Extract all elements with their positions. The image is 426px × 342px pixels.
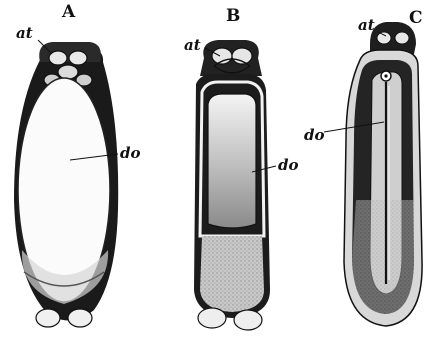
panel-c-label-at: at [358,18,375,33]
panel-c-drawing [324,22,422,326]
panel-b-lower-body [200,236,264,312]
panel-b-drawing [194,40,276,330]
panel-a-drawing [14,40,118,327]
panel-c-letter: C [409,10,423,27]
panel-a-head-bulb-3 [58,65,78,79]
panel-a-head-bulb-2 [69,51,87,65]
panel-a-label-do: do [120,146,141,161]
panel-a-tail-left [36,309,60,327]
panel-a-letter: A [62,4,75,21]
panel-b-label-do: do [278,158,299,173]
panel-b-tail-right [234,310,262,330]
panel-b-letter: B [226,8,240,25]
panel-c-head-lobe-1 [377,32,391,44]
panel-c-mouth-center [384,74,387,77]
panel-a-tail-right [68,309,92,327]
panel-a-label-at: at [16,26,33,41]
panel-b-inner-sac [208,94,256,228]
panel-c-head-lobe-2 [395,32,409,44]
panel-c-lower-stipple [352,200,414,314]
panel-c-label-do: do [304,128,325,143]
panel-b-tail-left [198,308,226,328]
panel-b-label-at: at [184,38,201,53]
